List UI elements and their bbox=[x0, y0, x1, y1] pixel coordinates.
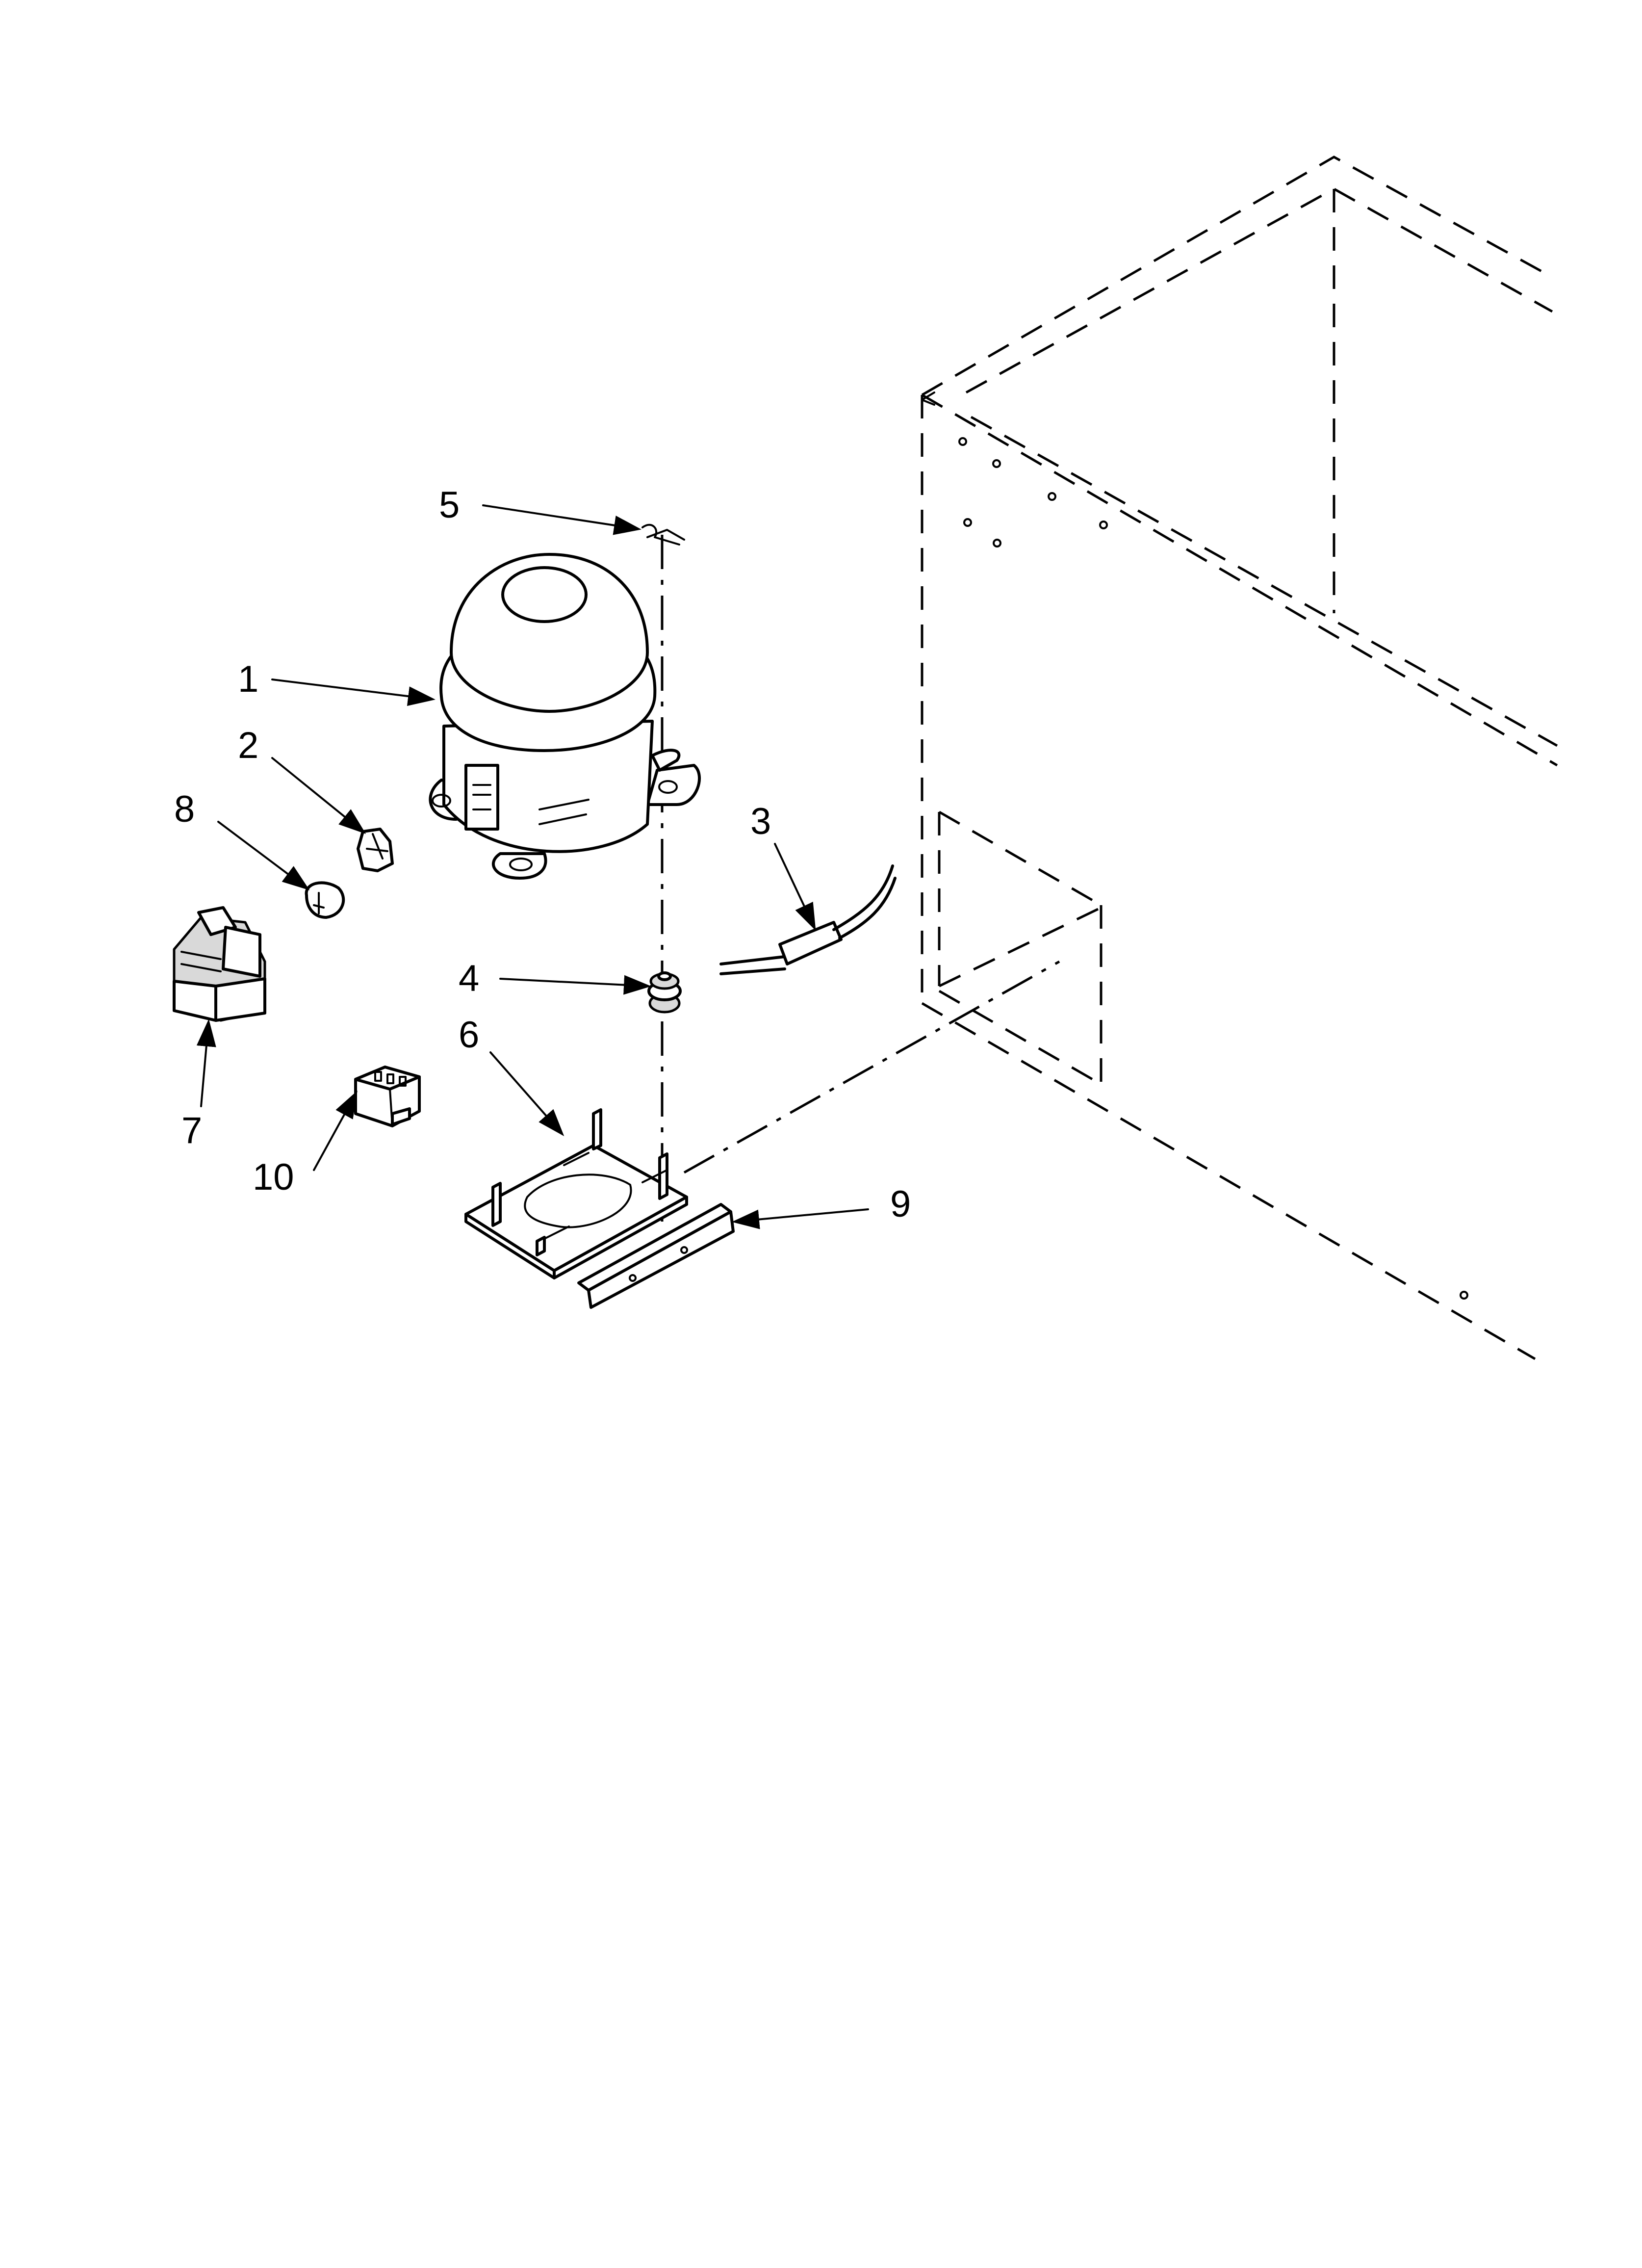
angle-bracket bbox=[577, 1203, 735, 1309]
callout-10: 10 bbox=[253, 1156, 294, 1198]
capacitor-block bbox=[354, 1066, 421, 1127]
clip-part bbox=[641, 523, 685, 546]
leader-lines bbox=[196, 504, 869, 1229]
cabinet-outline bbox=[921, 156, 1558, 1360]
callout-7: 7 bbox=[181, 1110, 202, 1151]
alignment-lines bbox=[661, 535, 1060, 1222]
callout-6: 6 bbox=[459, 1014, 479, 1056]
callout-9: 9 bbox=[890, 1183, 911, 1225]
base-plate bbox=[464, 1108, 688, 1279]
overload-clip bbox=[357, 828, 394, 872]
cabinet-holes bbox=[958, 437, 1468, 1300]
callout-3: 3 bbox=[750, 801, 771, 842]
callout-5: 5 bbox=[439, 484, 460, 526]
callout-1: 1 bbox=[238, 658, 258, 700]
start-device bbox=[173, 906, 266, 1022]
relay-plug bbox=[305, 881, 345, 919]
callout-8: 8 bbox=[174, 788, 195, 830]
callout-4: 4 bbox=[459, 958, 479, 999]
tube-drier bbox=[719, 864, 897, 975]
compressor bbox=[429, 553, 701, 880]
callout-labels: 1 2 3 4 5 6 7 8 9 10 bbox=[174, 484, 911, 1225]
callout-2: 2 bbox=[238, 725, 258, 766]
grommet bbox=[647, 971, 682, 1014]
